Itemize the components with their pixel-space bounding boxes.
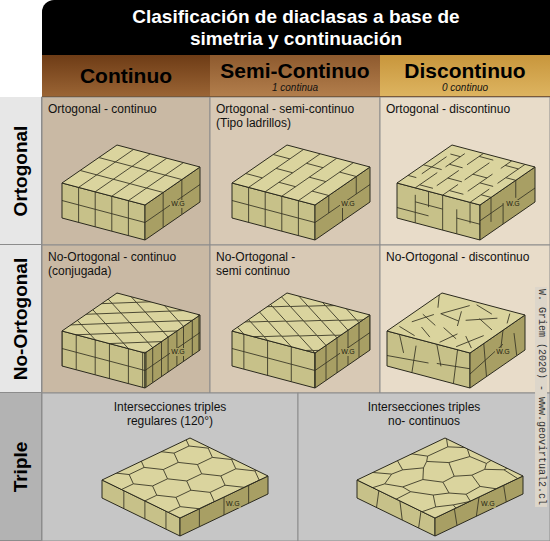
row-header-text: Ortogonal — [10, 125, 32, 216]
joint-block — [397, 145, 535, 240]
classification-cell: Ortogonal - semi-continuo (Tipo ladrillo… — [210, 97, 380, 245]
joint-lines — [357, 438, 523, 518]
joint-lines — [232, 145, 370, 205]
face-fill — [232, 145, 370, 205]
classification-cell: Ortogonal - discontinuo — [380, 97, 550, 245]
joint-block — [300, 398, 550, 538]
row-header-text: No-Ortogonal — [10, 257, 32, 379]
joint-lines — [102, 438, 268, 518]
block-top-face — [232, 145, 370, 205]
cell-label: No-Ortogonal - semi continuo — [216, 250, 316, 278]
classification-cell: No-Ortogonal - discontinuo — [380, 245, 550, 393]
cell-ground — [210, 97, 380, 245]
header-subtitle: 1 continua — [272, 82, 318, 93]
watermark: W.G — [340, 200, 356, 208]
face-outline — [102, 438, 268, 518]
face-fill — [387, 293, 525, 353]
cell-label: Ortogonal - discontinuo — [386, 102, 546, 116]
watermark: W.G — [170, 348, 186, 356]
cell-label: Ortogonal - semi-continuo (Tipo ladrillo… — [216, 102, 366, 130]
triple-cell: Intersecciones triples no- continuos — [298, 393, 550, 541]
classification-cell: No-Ortogonal - continuo (conjugada) — [42, 245, 210, 393]
cell-ground — [42, 393, 298, 541]
joint-lines — [62, 293, 200, 353]
watermark: W.G — [480, 500, 496, 508]
classification-cell: Ortogonal - continuo — [42, 97, 210, 245]
cell-ground — [380, 245, 550, 393]
cell-ground — [380, 97, 550, 245]
triple-cell: Intersecciones triples regulares (120°) — [42, 393, 298, 541]
cell-label: Ortogonal - continuo — [48, 102, 198, 116]
diagram-title: Clasificación de diaclasas a base de sim… — [116, 6, 476, 50]
block-top-face — [62, 145, 200, 205]
cell-label: No-Ortogonal - continuo (conjugada) — [48, 250, 198, 278]
joint-block — [62, 145, 200, 240]
joint-block — [387, 293, 525, 388]
face-outline — [387, 293, 525, 353]
face-fill — [62, 145, 200, 205]
blocks-group — [0, 145, 550, 538]
cell-label: No-Ortogonal - discontinuo — [386, 250, 546, 264]
watermark: W.G — [505, 200, 521, 208]
cell-ground — [42, 97, 210, 245]
joint-lines — [62, 331, 145, 388]
joint-block — [232, 145, 370, 240]
block-top-face — [300, 398, 550, 538]
face-outline — [232, 145, 370, 205]
joint-lines — [390, 295, 518, 350]
face-outline — [62, 293, 200, 353]
cell-ground — [210, 245, 380, 393]
joint-lines — [397, 145, 535, 205]
cell-label: Intersecciones triples no- continuos — [359, 400, 489, 428]
block-top-face — [387, 293, 525, 353]
column-header: Continuo — [42, 55, 210, 97]
cell-label: Intersecciones triples regulares (120°) — [105, 400, 235, 428]
row-header: Triple — [0, 393, 42, 541]
row-header-text: Triple — [10, 441, 32, 492]
classification-cell: No-Ortogonal - semi continuo — [210, 245, 380, 393]
watermark: W.G — [495, 348, 511, 356]
face-outline — [62, 145, 200, 205]
face-outline — [397, 145, 535, 205]
face-fill — [397, 145, 535, 205]
title-band: Clasificación de diaclasas a base de sim… — [42, 0, 550, 55]
joint-lines — [62, 145, 200, 205]
watermark: W.G — [170, 200, 186, 208]
face-outline — [357, 438, 523, 518]
header-text: Semi-Continuo — [220, 59, 369, 82]
face-fill — [232, 293, 370, 353]
column-header: Semi-Continuo1 continua — [210, 55, 380, 97]
column-header: Discontinuo0 continuo — [380, 55, 550, 97]
face-outline — [232, 293, 370, 353]
joint-lines — [232, 293, 370, 353]
watermark: W.G — [340, 348, 356, 356]
header-text: Discontinuo — [404, 59, 525, 82]
face-fill — [102, 438, 268, 518]
row-header: Ortogonal — [0, 97, 42, 245]
header-subtitle: 0 continuo — [442, 82, 488, 93]
header-text: Continuo — [80, 64, 172, 87]
row-header: No-Ortogonal — [0, 245, 42, 393]
block-top-face — [397, 145, 535, 205]
credit-note: W. Griem (2020) - www.geovirtual2.cl — [535, 287, 547, 507]
watermark: W.G — [225, 500, 241, 508]
